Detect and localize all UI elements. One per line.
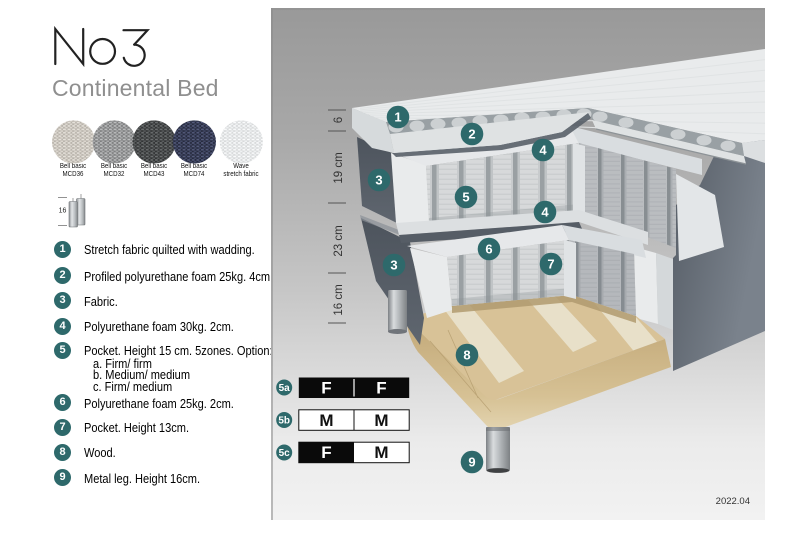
svg-text:M: M	[374, 411, 388, 430]
svg-text:6: 6	[485, 242, 492, 257]
svg-text:1: 1	[394, 110, 401, 125]
svg-text:2: 2	[468, 127, 475, 142]
svg-text:8: 8	[463, 348, 470, 363]
svg-text:F: F	[321, 379, 331, 398]
svg-text:5a: 5a	[279, 383, 291, 394]
svg-text:F: F	[376, 379, 386, 398]
svg-text:19 cm: 19 cm	[333, 152, 345, 183]
svg-text:5b: 5b	[278, 416, 290, 427]
svg-text:23 cm: 23 cm	[333, 225, 345, 256]
svg-text:3: 3	[390, 258, 397, 273]
svg-text:M: M	[319, 411, 333, 430]
svg-text:7: 7	[547, 257, 554, 272]
svg-text:M: M	[374, 443, 388, 462]
svg-text:16 cm: 16 cm	[333, 284, 345, 315]
svg-text:9: 9	[468, 455, 475, 470]
svg-text:F: F	[321, 443, 331, 462]
svg-text:2022.04: 2022.04	[716, 496, 750, 507]
svg-text:6: 6	[333, 117, 345, 123]
svg-text:3: 3	[375, 173, 382, 188]
svg-text:16: 16	[59, 208, 67, 215]
svg-text:5: 5	[462, 190, 469, 205]
svg-text:5c: 5c	[279, 448, 291, 459]
svg-text:4: 4	[541, 205, 549, 220]
svg-text:4: 4	[539, 143, 547, 158]
